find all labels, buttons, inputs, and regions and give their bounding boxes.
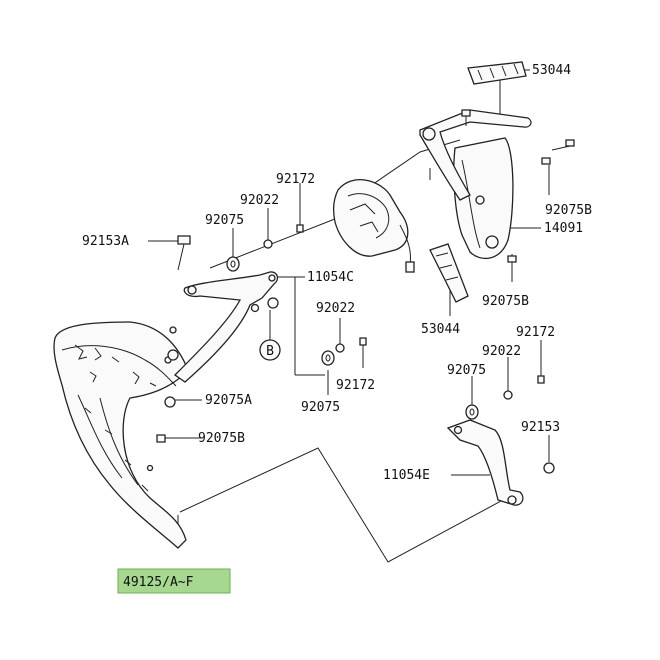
part-label-92075a: 92075A <box>205 393 252 408</box>
duct-rubber-top <box>467 61 527 85</box>
part-label-92153: 92153 <box>521 420 560 435</box>
main-part-label: 49125/A~F <box>123 575 194 590</box>
part-label-92172: 92172 <box>516 325 555 340</box>
part-label-92172: 92172 <box>336 378 375 393</box>
part-label-92075: 92075 <box>205 213 244 228</box>
main-part-highlight: 49125/A~F <box>117 568 231 594</box>
part-label-92075b: 92075B <box>545 203 592 218</box>
part-label-11054c: 11054C <box>307 270 354 285</box>
duct-rubber-mid <box>429 243 469 303</box>
part-label-92022: 92022 <box>316 301 355 316</box>
bracket-11054c <box>167 271 279 383</box>
part-label-92153a: 92153A <box>82 234 129 249</box>
part-label-92075b: 92075B <box>482 294 529 309</box>
part-label-92075: 92075 <box>301 400 340 415</box>
part-label-11054e: 11054E <box>383 468 430 483</box>
part-label-92172: 92172 <box>276 172 315 187</box>
upper-cowl <box>53 321 189 549</box>
stay-bracket <box>419 109 532 201</box>
part-label-53044: 53044 <box>421 322 460 337</box>
bracket-11054e <box>446 419 524 506</box>
part-label-53044: 53044 <box>532 63 571 78</box>
part-label-92075b: 92075B <box>198 431 245 446</box>
part-labels: 53044 92172 92022 92075 92153A 92075B 14… <box>82 63 592 483</box>
part-label-14091: 14091 <box>544 221 583 236</box>
headlight-bracket-14091 <box>453 137 514 260</box>
part-label-92022: 92022 <box>482 344 521 359</box>
part-label-92075: 92075 <box>447 363 486 378</box>
headlight-unit <box>332 179 415 273</box>
fasteners <box>156 109 575 474</box>
callout-b-text: B <box>266 344 274 359</box>
part-label-92022: 92022 <box>240 193 279 208</box>
callout-b: B <box>259 339 281 361</box>
